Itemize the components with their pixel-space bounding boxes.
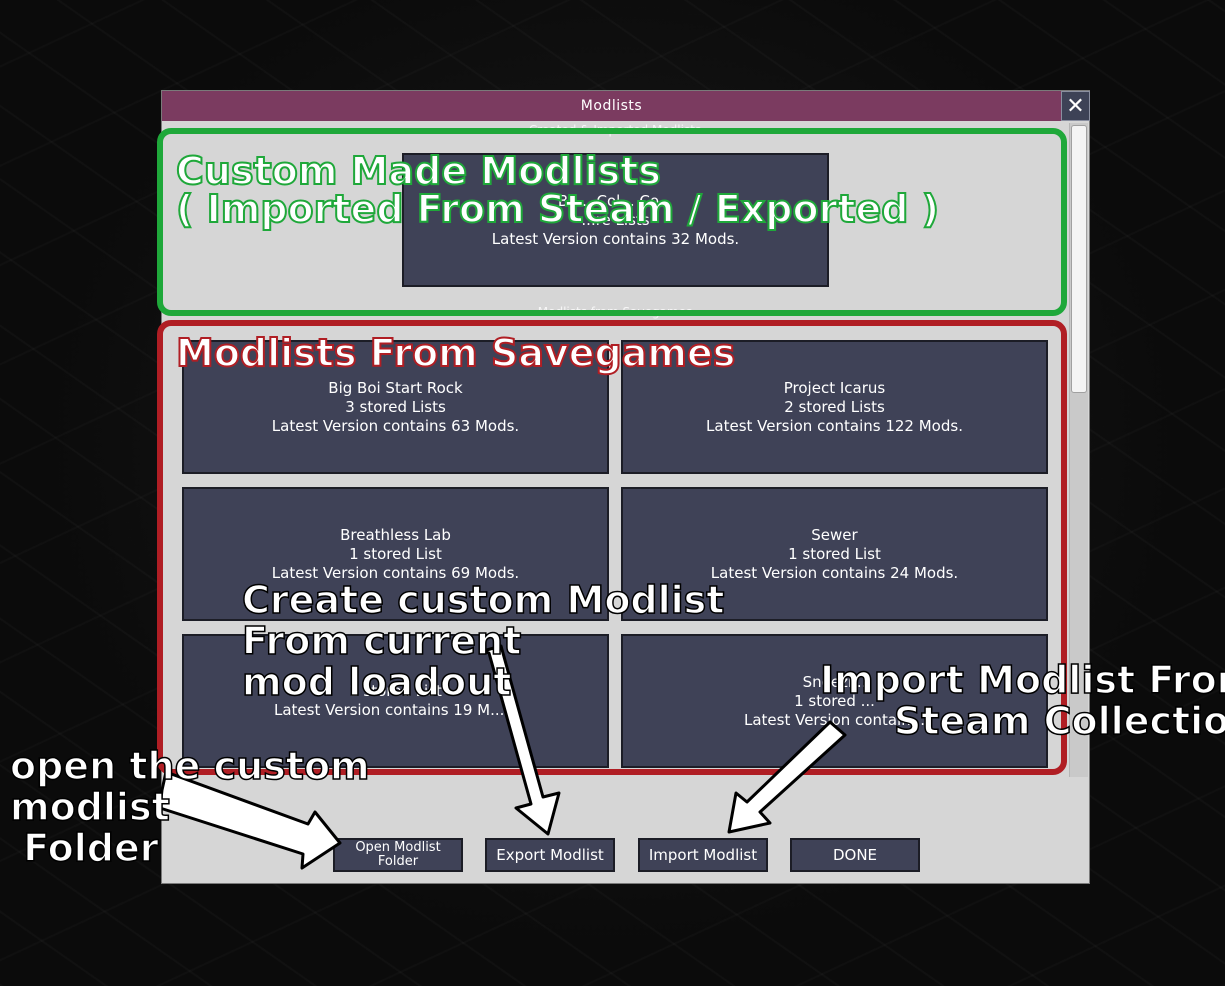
savegame-card[interactable]: Breathless Lab 1 stored List Latest Vers… [182,487,609,621]
savegame-stored-count: 1 stored List [788,544,881,563]
savegame-card[interactable]: Big Boi Start Rock 3 stored Lists Latest… [182,340,609,474]
open-modlist-folder-button[interactable]: Open Modlist Folder [333,838,463,872]
savegame-modlists-highlight-box [157,320,1067,775]
savegame-latest: Latest Version contains 122 Mods. [706,416,963,435]
custom-card-line3: Latest Version contains 32 Mods. [491,229,740,248]
savegame-name: Project Icarus [783,378,886,397]
scrollbar-thumb[interactable] [1071,125,1087,393]
savegame-name: Big Boi Start Rock [328,378,463,397]
savegame-card[interactable]: Sewer 1 stored List Latest Version conta… [621,487,1048,621]
arrow-to-folder-icon [158,770,342,870]
custom-modlists-highlight-box [157,128,1067,316]
folder-annotation-text: open the custom modlist Folder [9,744,370,870]
import-modlist-button[interactable]: Import Modlist [638,838,768,872]
custom-modlists-label: Custom Made Modlists ( Imported From Ste… [175,149,940,231]
savegame-latest: Latest Version contains 19 M...s. [274,701,517,719]
savegame-stored-count: 3 stored Lists [345,397,446,416]
savegame-latest: Latest Version contains 63 Mods. [271,416,520,435]
export-annotation-text: Create custom Modlist From current mod l… [241,578,725,704]
savegame-card[interactable]: Project Icarus 2 stored Lists Latest Ver… [621,340,1048,474]
custom-card-line2: ...re Lists [581,210,650,229]
savegame-stored-count: 1 stored List [349,682,442,700]
custom-modlist-card[interactable]: Ba... Col... Co... ...re Lists Latest Ve… [402,153,829,287]
savegame-latest: Latest Version contains 69 Mods. [271,563,520,582]
savegame-name: Sneezi... [802,672,867,691]
export-modlist-button[interactable]: Export Modlist [485,838,615,872]
savegame-stored-count: 1 stored ... [794,691,875,710]
arrow-to-import-icon [727,720,847,834]
vertical-scrollbar[interactable] [1069,123,1088,777]
arrow-to-export-icon [481,644,561,836]
import-annotation-text: Import Modlist From Steam Collection [819,658,1225,743]
savegame-latest: Latest Version contain... [743,710,926,729]
savegame-modlists-label: Modlists From Savegames [175,331,736,375]
savegame-name: Breathless Lab [340,525,451,544]
savegame-stored-count: 2 stored Lists [784,397,885,416]
savegame-latest: Latest Version contains 24 Mods. [710,563,959,582]
savegame-name: Sewer [811,525,858,544]
window-title: Modlists [162,91,1061,121]
done-button[interactable]: DONE [790,838,920,872]
custom-card-line1: Ba... Col... Co... [557,191,674,210]
savegame-stored-count: 1 stored List [349,544,442,563]
savegame-card[interactable]: 1 stored List Latest Version contains 19… [182,634,609,768]
close-button[interactable]: ✕ [1061,91,1090,121]
